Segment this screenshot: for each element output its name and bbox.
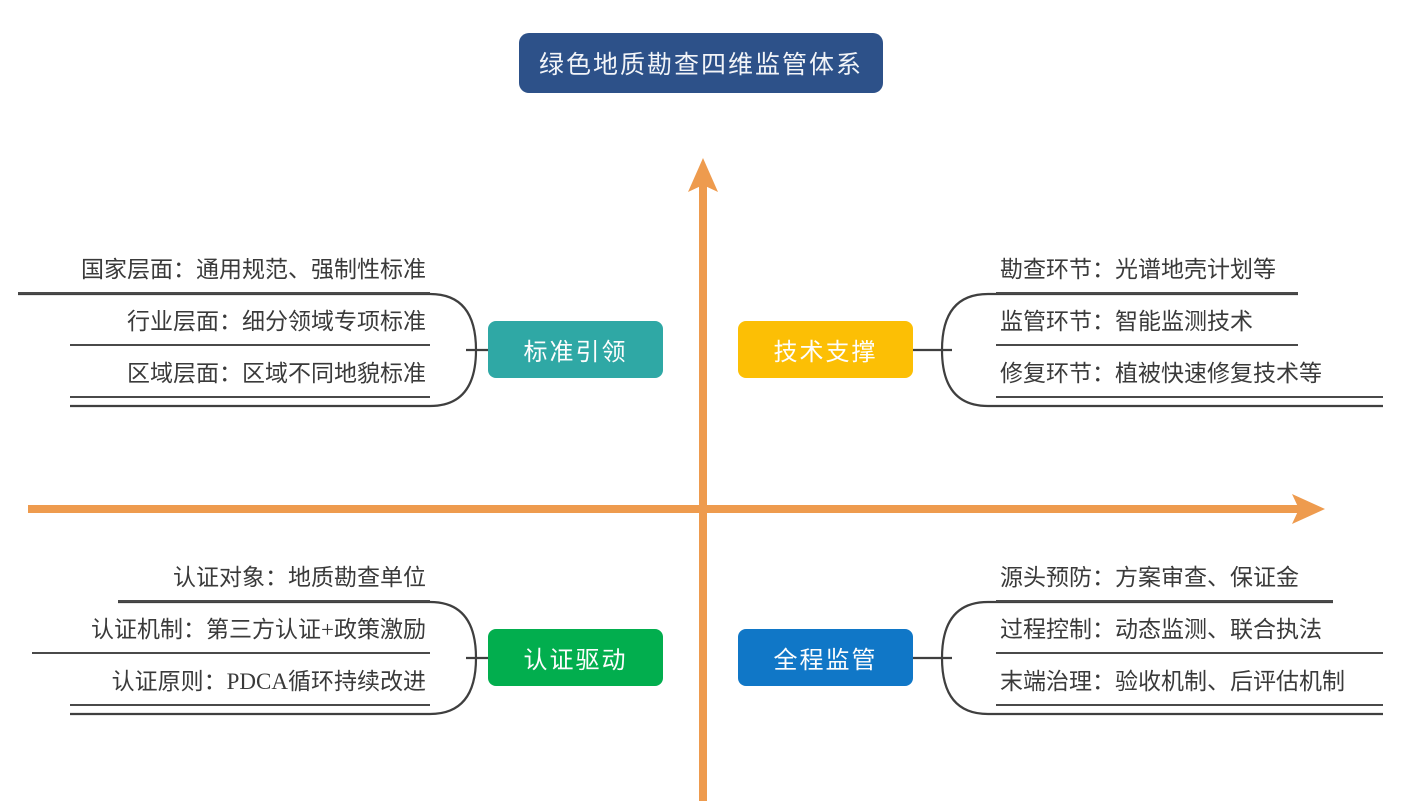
node-top-left[interactable]: 标准引领 [488, 321, 663, 378]
node-bottom-left[interactable]: 认证驱动 [488, 629, 663, 686]
list-item: 修复环节：植被快速修复技术等 [996, 346, 1383, 398]
list-item: 源头预防：方案审查、保证金 [996, 550, 1333, 602]
horizontal-axis-arrowhead [1292, 494, 1325, 524]
bracket-top-right [913, 292, 1383, 408]
bracket-bottom-left [70, 600, 492, 716]
branch-top-left: 国家层面：通用规范、强制性标准 行业层面：细分领域专项标准 区域层面：区域不同地… [0, 250, 680, 410]
node-top-right[interactable]: 技术支撑 [738, 321, 913, 378]
node-bottom-right[interactable]: 全程监管 [738, 629, 913, 686]
list-item: 认证原则：PDCA循环持续改进 [70, 654, 430, 706]
bracket-bottom-right [913, 600, 1383, 716]
vertical-axis-arrowhead [688, 158, 718, 192]
bracket-top-left [18, 292, 492, 408]
list-item: 勘查环节：光谱地壳计划等 [996, 242, 1298, 294]
list-item: 认证对象：地质勘查单位 [118, 550, 430, 602]
list-item: 末端治理：验收机制、后评估机制 [996, 654, 1383, 706]
list-item: 监管环节：智能监测技术 [996, 294, 1298, 346]
branch-bottom-right: 源头预防：方案审查、保证金 过程控制：动态监测、联合执法 末端治理：验收机制、后… [738, 558, 1403, 718]
diagram-title: 绿色地质勘查四维监管体系 [519, 33, 883, 93]
list-item: 认证机制：第三方认证+政策激励 [32, 602, 430, 654]
branch-top-right: 勘查环节：光谱地壳计划等 监管环节：智能监测技术 修复环节：植被快速修复技术等 … [738, 250, 1403, 410]
list-item: 区域层面：区域不同地貌标准 [70, 346, 430, 398]
branch-bottom-left: 认证对象：地质勘查单位 认证机制：第三方认证+政策激励 认证原则：PDCA循环持… [0, 558, 680, 718]
list-item: 行业层面：细分领域专项标准 [70, 294, 430, 346]
list-item: 过程控制：动态监测、联合执法 [996, 602, 1383, 654]
list-item: 国家层面：通用规范、强制性标准 [18, 242, 430, 294]
